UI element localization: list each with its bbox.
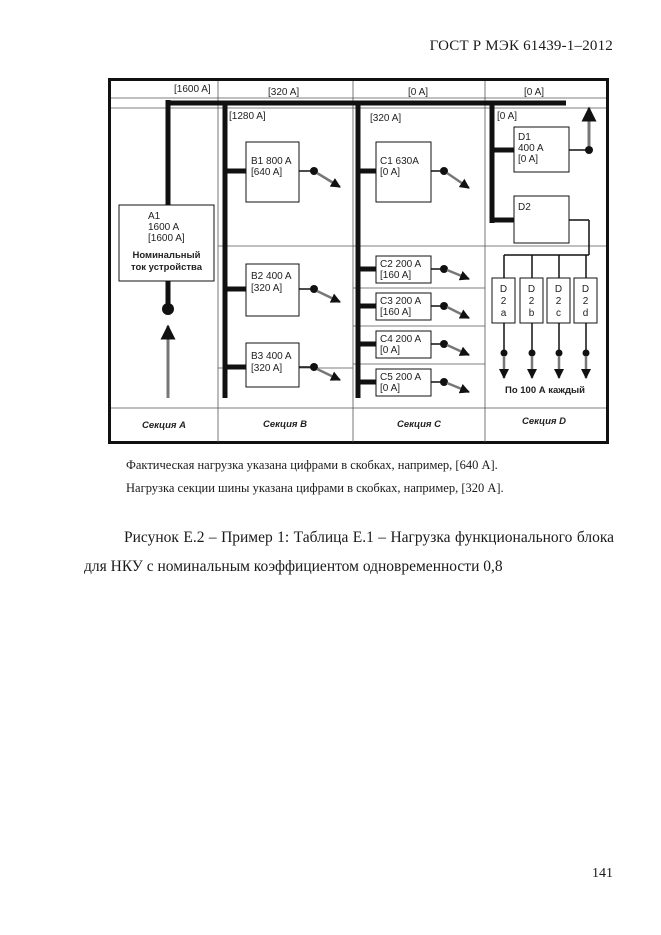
- unit-c4: [358, 330, 470, 359]
- unit-c4-load: [0 A]: [380, 345, 400, 356]
- unit-d1-load: [0 A]: [518, 154, 538, 165]
- unit-c2: [358, 255, 470, 284]
- d2-output-a-l1: D: [500, 284, 507, 295]
- figure-caption-line2: для НКУ с номинальным коэффициентом одно…: [84, 558, 503, 575]
- d2-output-a-l3: a: [501, 308, 507, 319]
- d2-output-c-l3: c: [556, 308, 561, 319]
- section-label-d: Секция D: [522, 416, 566, 427]
- unit-c2-name: C2 200 A: [380, 259, 421, 270]
- unit-c3-load: [160 A]: [380, 307, 411, 318]
- unit-b3-name: B3 400 A: [251, 351, 292, 362]
- d2-output-b: [519, 255, 544, 379]
- d2-output-b-l3: b: [529, 308, 535, 319]
- diagram-frame: [108, 78, 609, 444]
- top-load-c: [0 A]: [408, 87, 428, 98]
- note-actual-load: Фактическая нагрузка указана цифрами в с…: [126, 458, 498, 472]
- page-number: 141: [592, 866, 613, 881]
- unit-b1-load: [640 A]: [251, 167, 282, 178]
- unit-b2-load: [320 A]: [251, 283, 282, 294]
- unit-d1: [492, 106, 597, 173]
- unit-c1: [358, 141, 470, 203]
- top-load-d: [0 A]: [524, 87, 544, 98]
- busbars: [165, 100, 566, 398]
- incomer-note-line1: Номинальный: [133, 250, 201, 261]
- unit-d1-rating: 400 A: [518, 143, 544, 154]
- unit-c4-name: C4 200 A: [380, 334, 421, 345]
- unit-c5-load: [0 A]: [380, 383, 400, 394]
- d2-output-a-l2: 2: [501, 296, 507, 307]
- d2-output-d: [573, 255, 598, 379]
- d2-output-d-l2: 2: [583, 296, 589, 307]
- unit-c5: [358, 368, 470, 397]
- bus-load-b: [1280 A]: [229, 111, 266, 122]
- d2-output-c: [546, 255, 571, 379]
- bus-load-c: [320 A]: [370, 113, 401, 124]
- d2-output-b-l2: 2: [529, 296, 535, 307]
- unit-c1-name: C1 630A: [380, 156, 419, 167]
- unit-d1-name: D1: [518, 132, 531, 143]
- section-label-c: Секция C: [397, 419, 441, 430]
- section-label-b: Секция B: [263, 419, 307, 430]
- unit-b2: [225, 263, 341, 317]
- d2-output-c-l2: 2: [556, 296, 562, 307]
- unit-b3: [225, 342, 341, 388]
- unit-c3-name: C3 200 A: [380, 296, 421, 307]
- unit-b1: [225, 141, 341, 203]
- unit-b2-name: B2 400 A: [251, 271, 292, 282]
- unit-c1-load: [0 A]: [380, 167, 400, 178]
- figure-caption: Рисунок Е.2 – Пример 1: Таблица Е.1 – На…: [84, 523, 614, 581]
- unit-d2: [492, 195, 590, 256]
- incomer-a1-rating: 1600 A: [148, 222, 179, 233]
- document-standard-header: ГОСТ Р МЭК 61439-1–2012: [429, 38, 613, 54]
- note-section-load: Нагрузка секции шины указана цифрами в с…: [126, 481, 504, 495]
- d2-output-b-l1: D: [528, 284, 535, 295]
- unit-c2-load: [160 A]: [380, 270, 411, 281]
- figure-caption-line1: Рисунок Е.2 – Пример 1: Таблица Е.1 – На…: [124, 529, 614, 546]
- switchboard-diagram: [1600 A] [320 A] [0 A] [0 A] [1280 A] [3…: [108, 78, 609, 444]
- section-grid: [111, 81, 606, 442]
- d2-output-c-l1: D: [555, 284, 562, 295]
- incomer-a1-load: [1600 A]: [148, 233, 185, 244]
- d2-output-d-l3: d: [583, 308, 589, 319]
- bus-load-d: [0 A]: [497, 111, 517, 122]
- top-load-b: [320 A]: [268, 87, 299, 98]
- d2-outputs-label: По 100 А каждый: [505, 385, 585, 396]
- unit-c3: [358, 292, 470, 321]
- unit-d2-name: D2: [518, 202, 531, 213]
- incomer-a1-box: [118, 204, 215, 282]
- d2-output-a: [491, 255, 516, 379]
- unit-b3-load: [320 A]: [251, 363, 282, 374]
- unit-c5-name: C5 200 A: [380, 372, 421, 383]
- top-load-a: [1600 A]: [174, 84, 211, 95]
- unit-b1-name: B1 800 A: [251, 156, 292, 167]
- incomer-node: [162, 303, 174, 315]
- incomer-note-line2: ток устройства: [131, 262, 203, 273]
- incomer-a1-name: A1: [148, 211, 161, 222]
- d2-output-d-l1: D: [582, 284, 589, 295]
- section-label-a: Секция A: [142, 420, 186, 431]
